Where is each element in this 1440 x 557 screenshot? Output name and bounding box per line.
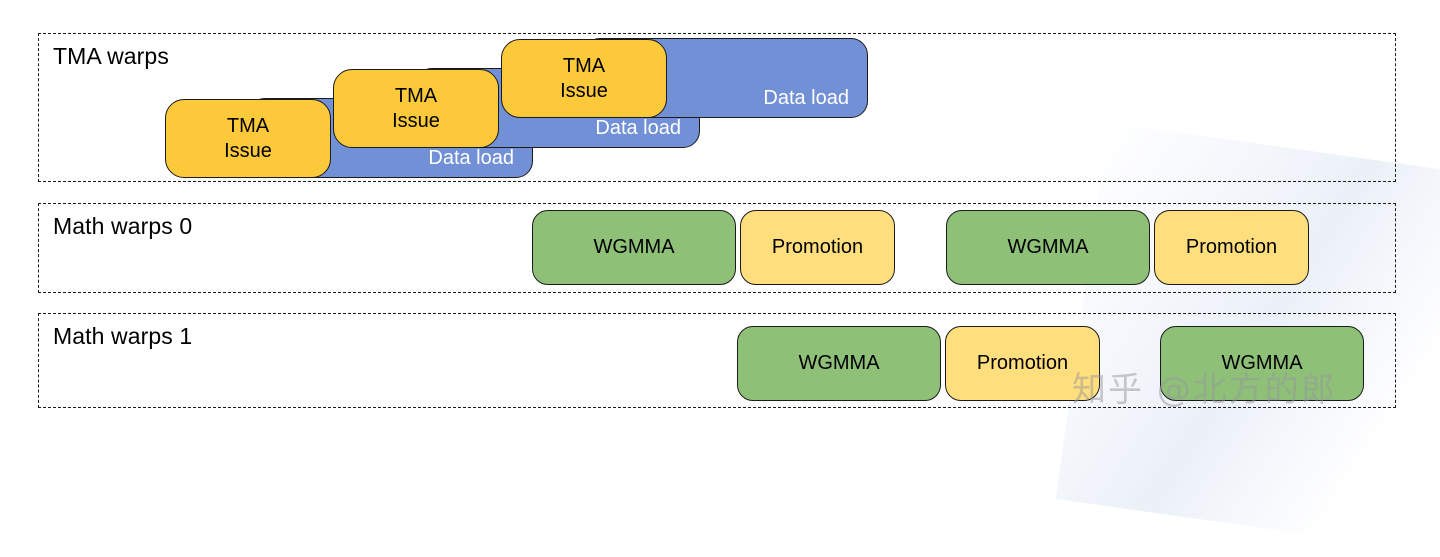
block-mw0-promotion-1[interactable]: Promotion [740, 210, 895, 285]
block-mw0-wgmma-1[interactable]: WGMMA [532, 210, 736, 285]
block-tma-issue-3[interactable]: TMA Issue [501, 39, 667, 118]
lane-tma-warps: TMA warps [38, 33, 1396, 182]
block-mw1-wgmma-1[interactable]: WGMMA [737, 326, 941, 401]
block-tma-issue-1[interactable]: TMA Issue [165, 99, 331, 178]
lane-label-math-warps-1: Math warps 1 [53, 323, 193, 349]
block-mw0-wgmma-2[interactable]: WGMMA [946, 210, 1150, 285]
lane-math-warps-0: Math warps 0 [38, 203, 1396, 293]
block-mw1-wgmma-2[interactable]: WGMMA [1160, 326, 1364, 401]
block-tma-issue-2[interactable]: TMA Issue [333, 69, 499, 148]
block-mw1-promotion-1[interactable]: Promotion [945, 326, 1100, 401]
lane-math-warps-1: Math warps 1 [38, 313, 1396, 408]
lane-label-tma-warps: TMA warps [53, 43, 169, 69]
block-mw0-promotion-2[interactable]: Promotion [1154, 210, 1309, 285]
lane-label-math-warps-0: Math warps 0 [53, 213, 193, 239]
diagram-canvas: TMA warps Data load Data load Data load … [38, 33, 1440, 557]
